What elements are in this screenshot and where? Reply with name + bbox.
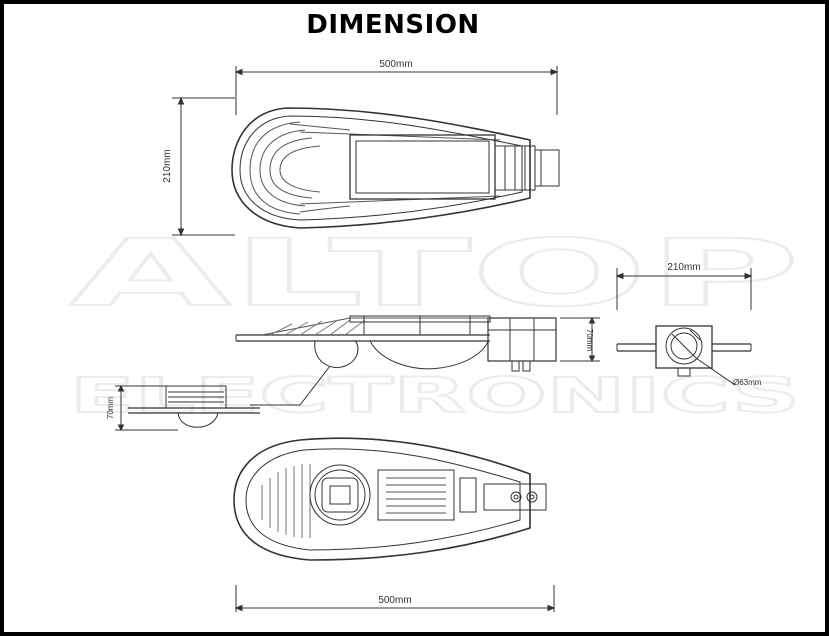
side-height-label: 70mm [585, 329, 594, 352]
top-height-label: 210mm [162, 149, 173, 182]
bottom-view [233, 437, 556, 612]
lens-detail-view [115, 384, 260, 432]
end-width-label: 210mm [667, 262, 700, 273]
diameter-label: Ø63mm [733, 378, 762, 387]
top-width-label: 500mm [379, 59, 412, 70]
end-view [615, 268, 753, 386]
bottom-width-label: 500mm [378, 595, 411, 606]
diagram-title: DIMENSION [306, 10, 480, 40]
detail-height-label: 70mm [106, 397, 115, 420]
side-view [235, 315, 600, 406]
top-view [172, 66, 560, 237]
watermark-line2: ELECTRONICS [70, 368, 800, 424]
watermark-line1: ALTOP [70, 220, 800, 327]
